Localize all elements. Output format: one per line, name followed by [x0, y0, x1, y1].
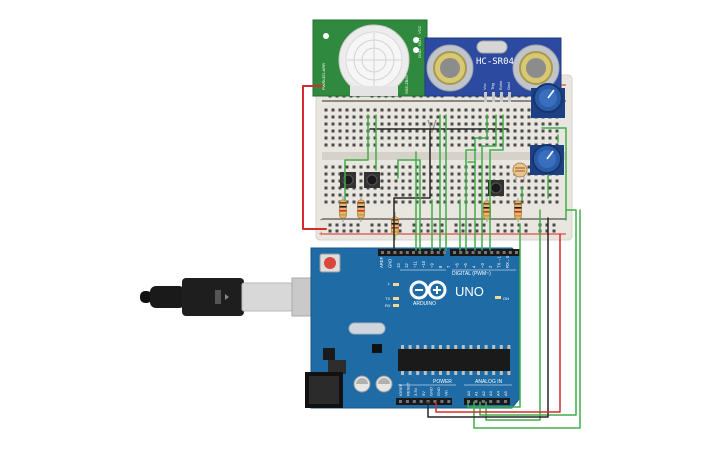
- digital-label: DIGITAL (PWM~): [452, 271, 491, 277]
- model-label: UNO: [455, 284, 484, 299]
- digital-pin-label: ~6: [455, 263, 460, 268]
- digital-pin-label: AREF: [379, 256, 384, 268]
- resistor-5: [514, 198, 522, 222]
- power-pin-label: IOREF: [398, 383, 403, 396]
- potentiometer-1[interactable]: [531, 83, 565, 118]
- rail-plus-label: +: [319, 230, 323, 238]
- pir-motion-sensor: PWRLED-ARR SSE-ZBGT VCC OUT GND: [312, 19, 428, 97]
- arduino-logo-icon: [409, 280, 447, 300]
- power-pin-label: 3.3V: [413, 387, 418, 396]
- reset-button[interactable]: [324, 257, 336, 269]
- hc-pin-label: Trig: [490, 83, 495, 90]
- hc-sr04-model: HC-SR04: [476, 57, 514, 67]
- digital-pin-label: TX→1: [497, 255, 502, 268]
- arduino-uno-board: ARDUINO UNO TX RX L ON DIGITAL (PWM~) PO…: [305, 247, 521, 409]
- analog-pin-label: A5: [503, 390, 508, 396]
- digital-pin-label: 4: [471, 265, 476, 268]
- capacitor-icon: [353, 375, 393, 393]
- resistor-2: [357, 196, 365, 222]
- hc-pin-label: Vcc: [482, 83, 487, 90]
- on-label: ON: [503, 296, 509, 301]
- hc-pin-label: Echo: [498, 80, 503, 90]
- digital-pin-label: ~11: [413, 261, 418, 268]
- pir-side-text2: SSE-ZBGT: [404, 73, 409, 94]
- resistor-1: [339, 196, 347, 222]
- analog-label: ANALOG IN: [475, 379, 503, 385]
- analog-pin-label: A0: [466, 390, 471, 396]
- hc-pin-label: Gnd: [506, 82, 511, 90]
- digital-pin-label: 13: [396, 263, 401, 268]
- digital-pin-label: GND: [387, 259, 392, 268]
- brand-label: ARDUINO: [413, 301, 436, 307]
- potentiometer-2[interactable]: [530, 144, 564, 175]
- pir-pin-out: OUT: [417, 37, 422, 46]
- digital-pin-label: ~10: [421, 260, 426, 268]
- analog-pin-label: A1: [473, 390, 478, 396]
- power-label: POWER: [433, 379, 452, 385]
- rail-minus-label: -: [319, 216, 323, 224]
- push-button-2[interactable]: [364, 172, 380, 188]
- rx-label: RX: [385, 303, 391, 308]
- photoresistor-icon: [512, 162, 528, 182]
- pir-side-text: PWRLED-ARR: [321, 63, 326, 90]
- digital-pin-label: ~5: [463, 263, 468, 268]
- pir-pin-vcc: VCC: [417, 25, 422, 34]
- digital-pin-label: 2: [488, 265, 493, 268]
- l-label: L: [388, 281, 391, 286]
- pir-pin-gnd: GND: [417, 49, 422, 58]
- analog-pin-label: A2: [481, 390, 486, 396]
- power-pin-label: Vin: [444, 390, 449, 396]
- tx-label: TX: [385, 296, 390, 301]
- analog-pin-label: A4: [496, 390, 501, 396]
- digital-pin-label: ~3: [480, 263, 485, 268]
- analog-pin-label: A3: [488, 390, 493, 396]
- digital-pin-label: 8: [438, 265, 443, 268]
- digital-pin-label: 12: [404, 263, 409, 268]
- digital-pin-label: RX←0: [505, 255, 510, 268]
- digital-pin-label: 7: [446, 265, 451, 268]
- push-button-3[interactable]: [488, 180, 504, 196]
- led-icon: [427, 119, 437, 133]
- push-button-1[interactable]: [340, 172, 356, 188]
- power-pin-label: GND: [428, 387, 433, 396]
- power-pin-label: GND: [436, 387, 441, 396]
- wires: [302, 85, 581, 429]
- power-pin-label: RESET: [406, 382, 411, 396]
- digital-pin-label: ~9: [429, 263, 434, 268]
- power-pin-label: 5V: [421, 391, 426, 396]
